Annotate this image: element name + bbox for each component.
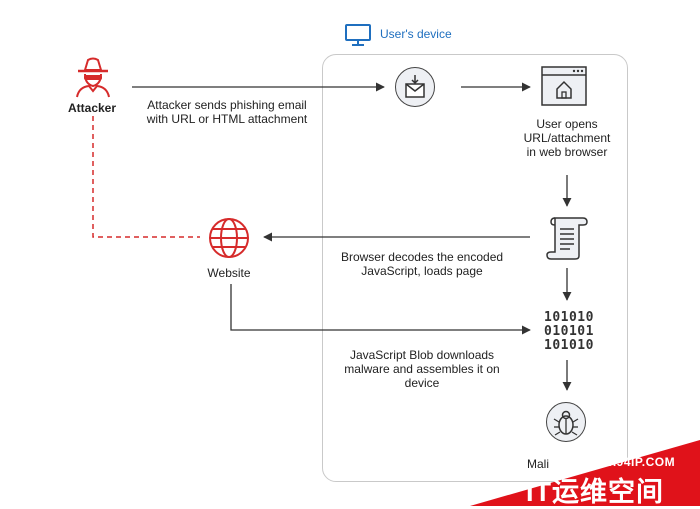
- attacker-label: Attacker: [67, 101, 117, 115]
- email-icon: [395, 67, 435, 107]
- binary-line-3: 101010: [544, 338, 594, 353]
- watermark-text: IT运维空间: [526, 477, 664, 507]
- binary-line-2: 010101: [544, 324, 594, 339]
- hacker-icon: [76, 57, 110, 98]
- binary-line-1: 101010: [544, 310, 594, 325]
- malware-icon: [546, 402, 586, 442]
- users-device-frame: [322, 54, 628, 482]
- browser-window-icon: [541, 66, 587, 106]
- binary-code-icon: 101010 010101 101010: [544, 311, 594, 353]
- watermark-band: [470, 440, 700, 506]
- step-phishing-label: Attacker sends phishing email with URL o…: [146, 98, 308, 126]
- watermark-url: WWW.94IP.COM: [578, 455, 676, 469]
- step-blob-label: JavaScript Blob downloads malware and as…: [344, 348, 500, 390]
- website-label: Website: [207, 266, 251, 280]
- step-decodes-label: Browser decodes the encoded JavaScript, …: [340, 250, 504, 278]
- globe-icon: [209, 218, 249, 258]
- dashed-attacker-to-website: [92, 116, 200, 238]
- step-malware-label: Mali: [527, 457, 550, 471]
- arrow-website-to-binary: [230, 284, 531, 335]
- step-opens-label: User opens URL/attachment in web browser: [523, 117, 611, 159]
- device-title: User's device: [380, 27, 452, 41]
- monitor-icon: [345, 24, 371, 46]
- script-scroll-icon: [546, 217, 588, 260]
